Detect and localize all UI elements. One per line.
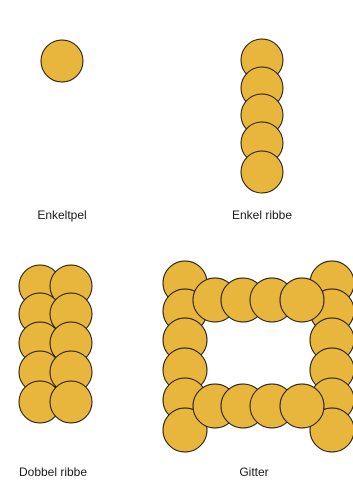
pile-circle: [41, 40, 83, 82]
caption-grid: Gitter: [239, 465, 268, 479]
pile-circle: [50, 381, 92, 423]
panel-single-rib: [241, 39, 283, 193]
pile-circle: [241, 151, 283, 193]
pile-circle: [280, 384, 324, 428]
panel-double-rib: [19, 265, 92, 423]
pile-circle: [280, 278, 324, 322]
caption-single-rib: Enkel ribbe: [232, 208, 292, 222]
caption-double-rib: Dobbel ribbe: [19, 465, 87, 479]
panel-single-pile: [41, 40, 83, 82]
caption-single-pile: Enkeltpel: [37, 208, 86, 222]
panel-grid: [163, 261, 353, 452]
